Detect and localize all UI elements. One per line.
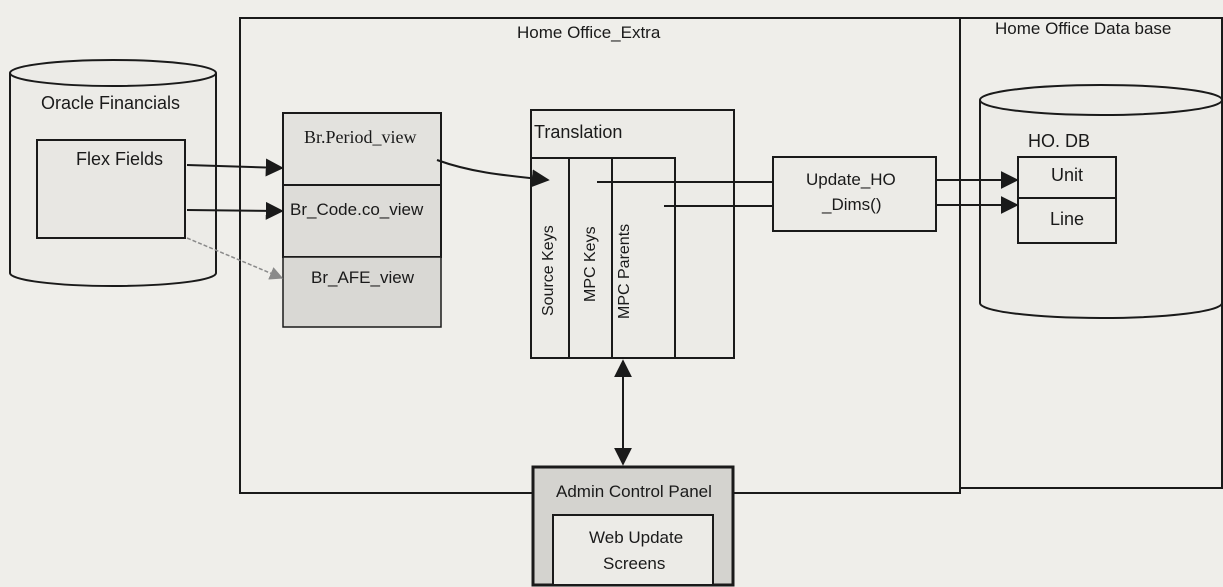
mpc-parents-label: MPC Parents bbox=[617, 224, 633, 319]
arrow-flex-to-code bbox=[187, 210, 282, 211]
view-box-period bbox=[283, 113, 441, 185]
update-ho-dims-label-line2: _Dims() bbox=[822, 196, 882, 213]
line-table-label: Line bbox=[1050, 210, 1084, 228]
unit-table-label: Unit bbox=[1051, 166, 1083, 184]
period-view-label: Br.Period_view bbox=[304, 128, 417, 146]
home-office-database-title: Home Office Data base bbox=[995, 20, 1171, 37]
translation-title: Translation bbox=[534, 123, 622, 141]
source-keys-label: Source Keys bbox=[541, 225, 557, 316]
home-office-extra-title: Home Office_Extra bbox=[517, 24, 660, 41]
ho-db-title: HO. DB bbox=[1028, 132, 1090, 150]
update-ho-dims-label-line1: Update_HO bbox=[806, 171, 896, 188]
view-box-code bbox=[283, 185, 441, 257]
code-view-label: Br_Code.co_view bbox=[290, 201, 423, 218]
web-update-screens-box bbox=[553, 515, 713, 585]
update-ho-dims-box bbox=[773, 157, 936, 231]
admin-control-panel-title: Admin Control Panel bbox=[556, 483, 712, 500]
afe-view-label: Br_AFE_view bbox=[311, 269, 414, 286]
flex-fields-label: Flex Fields bbox=[76, 150, 163, 168]
oracle-financials-label: Oracle Financials bbox=[41, 94, 180, 112]
mpc-keys-label: MPC Keys bbox=[583, 226, 599, 302]
web-update-label-line1: Web Update bbox=[589, 529, 683, 546]
web-update-label-line2: Screens bbox=[603, 555, 665, 572]
